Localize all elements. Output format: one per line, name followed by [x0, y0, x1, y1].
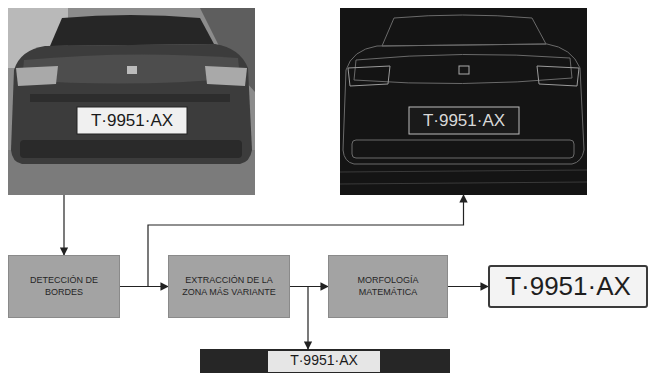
- headlight: [205, 66, 247, 86]
- edge-lines: [340, 15, 587, 184]
- headlight-edge: [348, 66, 390, 86]
- flow-arrow: [63, 195, 64, 255]
- bumper-edge: [352, 140, 574, 158]
- pavement-edge: [340, 170, 587, 184]
- box-label: MORFOLOGÍA MATEMÁTICA: [337, 275, 439, 298]
- windshield-edge: [382, 15, 546, 46]
- car-body: [11, 44, 252, 164]
- plate-strip: [200, 349, 450, 373]
- car-photo: [8, 8, 255, 195]
- process-box: DETECCIÓN DE BORDES: [8, 255, 120, 318]
- process-box: EXTRACCIÓN DE LA ZONA MÁS VARIANTE: [168, 255, 290, 318]
- box-label: DETECCIÓN DE BORDES: [17, 275, 111, 298]
- logo-edge: [459, 66, 469, 74]
- photo-background: [340, 8, 587, 195]
- hood-edge: [354, 54, 572, 83]
- flow-arrow: [448, 286, 488, 287]
- strip-background: [200, 349, 450, 373]
- car-photo: T·9951·AX: [8, 8, 255, 195]
- process-box: MORFOLOGÍA MATEMÁTICA: [328, 255, 448, 318]
- result-plate: T·9951·AX: [488, 265, 648, 308]
- license-plate-edge: [409, 107, 519, 134]
- edge-photo: [340, 8, 587, 195]
- plate-text: T·9951·AX: [410, 108, 518, 133]
- plate-text: T·9951·AX: [268, 350, 380, 371]
- grille: [30, 94, 230, 102]
- edge-photo: T·9951·AX: [340, 8, 587, 195]
- plate-text: T·9951·AX: [78, 108, 186, 133]
- windshield: [50, 15, 214, 46]
- flow-arrow: [290, 287, 308, 350]
- license-plate: [77, 107, 187, 134]
- logo: [127, 66, 137, 74]
- plate-strip: T·9951·AX: [200, 349, 450, 373]
- car-body-edge: [343, 44, 584, 164]
- box-label: EXTRACCIÓN DE LA ZONA MÁS VARIANTE: [177, 275, 281, 298]
- headlight-edge: [537, 66, 579, 86]
- photo-background: [8, 8, 255, 195]
- license-plate: [268, 351, 380, 372]
- plate-text: T·9951·AX: [505, 271, 631, 302]
- headlight: [16, 66, 58, 86]
- bumper: [20, 140, 242, 158]
